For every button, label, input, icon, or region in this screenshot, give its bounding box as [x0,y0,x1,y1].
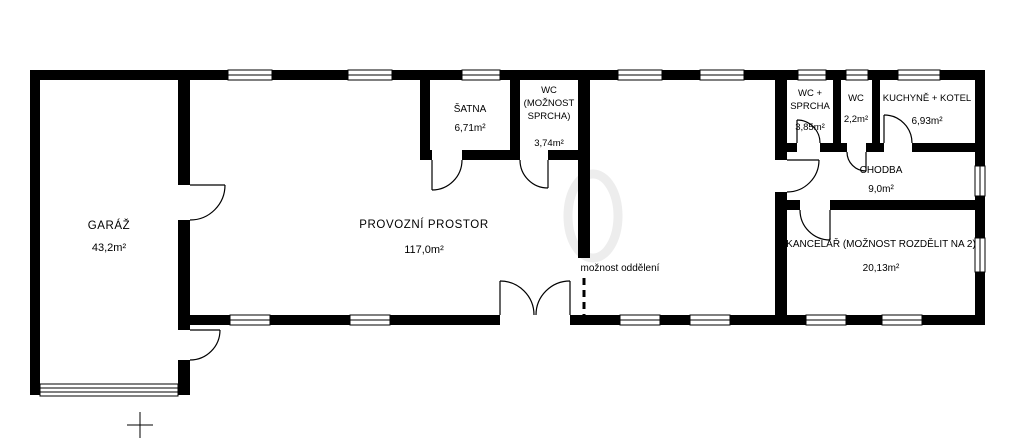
door-wc-moznost [519,159,549,189]
window [347,69,393,81]
window [229,314,271,326]
room-label-garaz: GARÁŽ [88,219,131,232]
window [897,69,941,81]
window [974,237,986,273]
survey-cross-icon [127,412,153,438]
room-area-provozni-prostor: 117,0m² [404,244,444,256]
window [617,69,663,81]
wall-segment [420,80,430,150]
wall-segment [178,315,500,325]
window [797,69,827,81]
room-label-wc: WC [848,93,864,104]
room-label-provozni-prostor: PROVOZNÍ PROSTOR [359,218,489,231]
door-chodba [786,159,820,193]
door-satna [431,159,463,191]
wall-segment [510,80,520,150]
wall-segment [775,192,787,315]
wall-segment [178,80,190,185]
doors [189,114,913,361]
window [881,314,923,326]
room-label-wc-moznost-line1: WC [541,85,557,96]
wall-segment [548,150,590,160]
room-label-kancelar: KANCELÁŘ (MOŽNOST ROZDĚLIT NA 2) [786,237,976,250]
door-main-double [499,280,571,316]
room-labels: GARÁŽ 43,2m² PROVOZNÍ PROSTOR 117,0m² ŠA… [88,85,976,274]
room-label-wc-sprcha-line2: SPRCHA [790,101,830,112]
room-area-kancelar: 20,13m² [863,263,900,274]
wall-segment [912,143,975,152]
window [845,69,869,81]
door-kuchyne [883,114,913,144]
room-label-wc-moznost-line2: (MOŽNOST [524,98,575,109]
room-label-chodba: CHODBA [860,165,903,176]
door-wc-sprcha [796,119,821,144]
garage-gate [39,383,179,397]
room-area-garaz: 43,2m² [92,242,127,254]
door-garage [189,184,226,221]
room-area-wc-sprcha: 3,85m² [795,122,825,133]
wall-segment [775,80,787,160]
wall-segment [578,80,590,258]
room-label-wc-moznost-line3: SPRCHA) [528,111,571,122]
watermark [563,169,623,263]
window [349,314,391,326]
wall-segment [178,220,190,315]
wall-segment [30,70,40,395]
room-label-kuchyne-kotel: KUCHYNĚ + KOTEL [883,93,971,104]
window [689,314,731,326]
wall-segment [833,80,841,143]
room-area-wc-moznost: 3,74m² [534,138,564,149]
watermark-shape [563,169,623,263]
wall-segment [178,360,190,395]
wall-segment [30,70,985,80]
wall-segment [872,80,880,143]
room-area-satna: 6,71m² [454,123,486,134]
room-label-satna: ŠATNA [454,102,487,115]
annotation-moznost-oddeleni: možnost oddělení [581,263,660,274]
wall-segment [462,150,520,160]
door-garage-side [189,329,221,361]
wall-segment [820,143,847,152]
wall-segment [787,200,800,210]
wall-segment [420,150,432,160]
door-kancelar [799,209,831,241]
windows [227,69,986,326]
wall-segment [975,70,985,325]
wall-segment [178,315,190,330]
wall-segment [866,143,884,152]
room-label-wc-sprcha-line1: WC + [798,88,822,99]
room-area-wc: 2,2m² [844,114,868,125]
room-area-chodba: 9,0m² [868,184,894,195]
window [699,69,745,81]
window [974,165,986,197]
wall-segment [787,143,797,152]
room-area-kuchyne-kotel: 6,93m² [911,116,943,127]
walls [30,70,985,395]
window [805,314,847,326]
door-wc [846,151,867,172]
window [619,314,661,326]
wall-segment [570,315,985,325]
wall-segment [830,200,975,210]
window [227,69,273,81]
window [461,69,501,81]
